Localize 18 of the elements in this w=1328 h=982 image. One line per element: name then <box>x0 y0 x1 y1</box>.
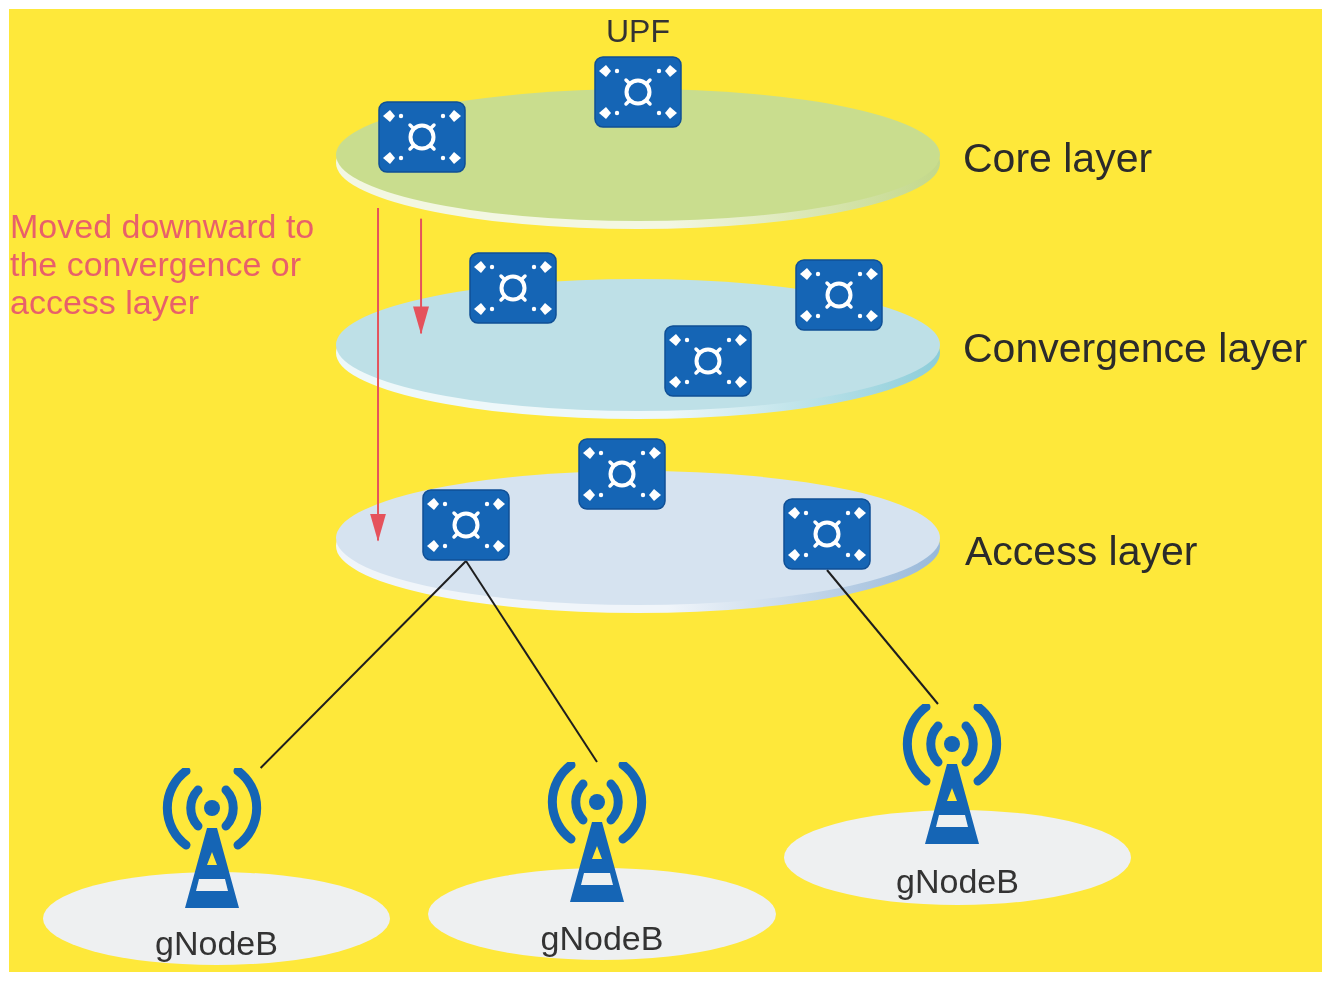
layer-label: Convergence layer <box>963 324 1308 372</box>
arrow <box>370 207 387 542</box>
layer-disc <box>335 470 941 614</box>
station-ellipse <box>43 872 390 965</box>
annotation-text: Moved downward to the convergence or access layer <box>10 207 316 321</box>
node-label: gNodeB <box>896 862 1019 900</box>
station-ellipse <box>428 868 776 960</box>
layer-label: Core layer <box>963 134 1153 182</box>
arrow <box>413 217 430 335</box>
connection-line <box>465 560 598 763</box>
node-label: UPF <box>606 13 670 49</box>
connection-line <box>826 569 939 705</box>
connection-line <box>259 560 467 769</box>
layer-label: Access layer <box>965 527 1198 575</box>
layer-disc <box>335 88 941 230</box>
node-label: gNodeB <box>155 924 278 962</box>
station-ellipse <box>784 810 1131 905</box>
node-label: gNodeB <box>540 919 664 957</box>
